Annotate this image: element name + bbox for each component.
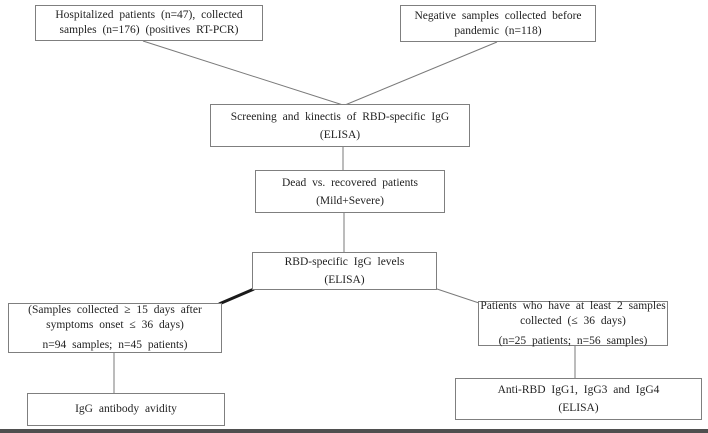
connector-rbd-levels-to-patients-two-samples xyxy=(436,288,480,304)
flow-box-anti-rbd-subclasses: Anti-RBD IgG1, IgG3 and IgG4 (ELISA) xyxy=(455,378,702,420)
flow-box-patients-two-samples: Patients who have at least 2 samples col… xyxy=(478,299,668,347)
flow-box-text-line: collected (≤ 36 days) xyxy=(520,314,626,327)
flow-box-text-line: Hospitalized patients (n=47), collected xyxy=(55,9,243,21)
flow-box-text-line: Anti-RBD IgG1, IgG3 and IgG4 xyxy=(497,384,660,396)
flow-box-text-line: Patients who have at least 2 samples xyxy=(480,299,666,312)
flow-box-igg-antibody-avidity: IgG antibody avidity xyxy=(27,393,225,426)
connector-negative-to-screening xyxy=(344,41,498,106)
flow-box-screening-kinetics: Screening and kinectis of RBD-specific I… xyxy=(210,104,470,147)
flow-box-text-line: (ELISA) xyxy=(558,402,599,414)
flow-box-rbd-igg-levels: RBD-specific IgG levels (ELISA) xyxy=(252,252,437,290)
flow-box-text-line: pandemic (n=118) xyxy=(454,24,542,37)
flow-box-text-line: (ELISA) xyxy=(324,274,365,286)
flow-box-text-line: (Samples collected ≥ 15 days after xyxy=(28,304,202,316)
connector-rbd-levels-to-samples-collected-bold xyxy=(218,287,255,306)
flow-box-text-line: symptoms onset ≤ 36 days) xyxy=(46,319,184,331)
flow-box-text-line: RBD-specific IgG levels xyxy=(284,256,405,268)
flow-box-hospitalized-patients: Hospitalized patients (n=47), collected … xyxy=(35,5,263,41)
flow-box-text-line: (n=25 patients; n=56 samples) xyxy=(498,334,648,347)
flow-box-text-line: (Mild+Severe) xyxy=(316,194,384,207)
flow-box-text-line: samples (n=176) (positives RT-PCR) xyxy=(59,24,239,36)
flow-box-text-line: n=94 samples; n=45 patients) xyxy=(42,339,188,351)
flow-box-text-line: (ELISA) xyxy=(319,128,361,141)
flow-box-dead-vs-recovered: Dead vs. recovered patients (Mild+Severe… xyxy=(255,170,445,213)
flow-box-negative-samples: Negative samples collected before pandem… xyxy=(400,5,596,42)
flow-box-text-line: Negative samples collected before xyxy=(414,9,582,22)
figure-bottom-border xyxy=(0,429,708,433)
connector-hospitalized-to-screening xyxy=(142,40,344,106)
flow-box-samples-collected: (Samples collected ≥ 15 days after sympt… xyxy=(8,303,222,353)
flow-box-text-line: IgG antibody avidity xyxy=(75,403,177,415)
flow-box-text-line: Dead vs. recovered patients xyxy=(281,176,419,189)
flow-box-text-line: Screening and kinectis of RBD-specific I… xyxy=(230,110,450,123)
